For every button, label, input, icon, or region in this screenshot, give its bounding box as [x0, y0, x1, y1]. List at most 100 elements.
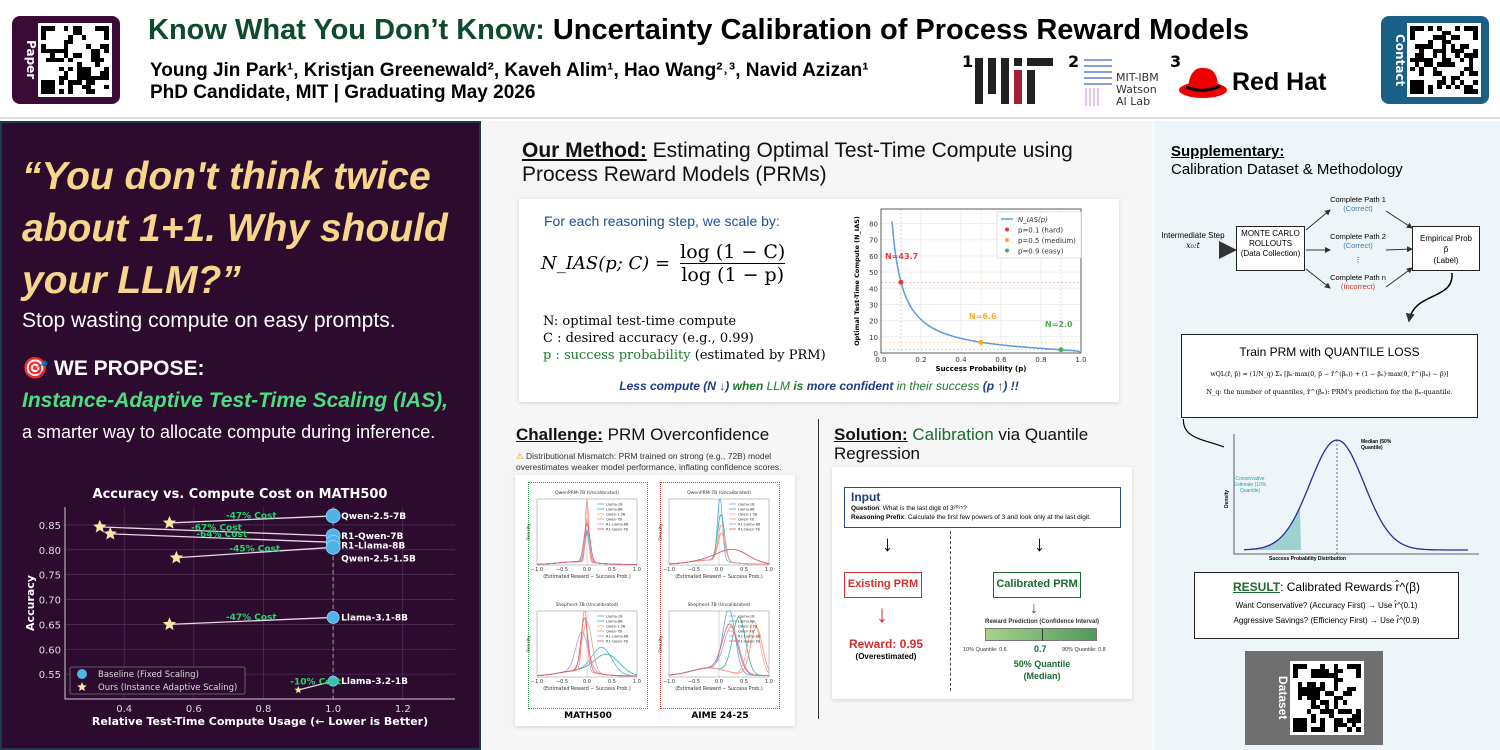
x-tick-label: 0.6 — [186, 704, 202, 715]
solution-title-bold: Solution: — [834, 425, 908, 444]
existing-prm-box: Existing PRM — [844, 572, 922, 598]
x-tick-label: −1.0 — [531, 567, 543, 573]
title-highlight: Know What You Don’t Know: — [148, 14, 545, 46]
cost-reduction-label: -10% Cost — [290, 678, 342, 688]
arrow-down-icon: ↓ — [882, 531, 893, 556]
y-tick-label: 30 — [869, 301, 878, 309]
x-tick-label: 1.0 — [765, 567, 773, 573]
y-tick-label: 0.70 — [39, 596, 61, 607]
def-p: p : success probability — [543, 348, 691, 363]
legend-label: Qwen-7B — [606, 630, 622, 634]
cost-reduction-label: -47% Cost — [226, 613, 278, 623]
nias-curve — [891, 221, 1081, 353]
legend-label: Llama-1B — [606, 503, 623, 507]
paper-qr-label: Paper — [24, 40, 38, 80]
x-tick-label: 0.5 — [608, 567, 616, 573]
y-axis-label: Density — [526, 635, 532, 652]
train-title: Train PRM with QUANTILE LOSS — [1239, 345, 1420, 359]
paper-qr-code[interactable] — [38, 23, 112, 97]
tag-3: LLM — [766, 379, 790, 393]
y-tick-label: 50 — [869, 269, 878, 277]
ours-point — [162, 515, 177, 529]
aime-label: AIME 24-25 — [691, 711, 749, 721]
legend-label: Qwen-1.5B — [606, 513, 626, 517]
x-axis-label: (Estimated Reward − Success Prob.) — [543, 686, 631, 692]
path-n: Complete Path n(Incorrect) — [1330, 273, 1386, 291]
method-title: Our Method: Estimating Optimal Test-Time… — [522, 139, 1142, 187]
density-plot-title: QwenPRM-7B (Uncalibrated) — [555, 490, 619, 496]
y-tick-label: 20 — [869, 318, 878, 326]
result-label: RESULT — [1232, 580, 1281, 594]
affil-2: 2 — [1068, 52, 1080, 71]
path-1: Complete Path 1(Correct) — [1330, 195, 1386, 213]
density-plots: QwenPRM-7B (Uncalibrated)Llama-1BLlama-8… — [526, 490, 773, 692]
x-tick-label: 1.0 — [633, 567, 641, 573]
legend-label: Qwen-1.5B — [738, 513, 758, 517]
legend-label: p=0.1 (hard) — [1018, 227, 1063, 235]
flow-arrows — [1219, 209, 1453, 323]
dataset-qr-code[interactable] — [1290, 661, 1364, 735]
paper-qr-card[interactable]: Paper — [12, 16, 120, 104]
ias-description: a smarter way to allocate compute during… — [22, 422, 436, 442]
baseline-point — [326, 611, 340, 624]
formula-lhs: N_IAS(p; C) = — [541, 253, 671, 274]
stop-wasting-text: Stop wasting compute on easy prompts. — [22, 309, 396, 332]
path-status: (Correct) — [1343, 204, 1373, 213]
q90-label: 90% Quantile: 0.8 — [1062, 647, 1106, 653]
path-label: Complete Path n — [1330, 273, 1386, 282]
mc-label: MONTE CARLO ROLLOUTS — [1241, 229, 1300, 248]
dataset-qr-card[interactable]: Dataset — [1245, 651, 1383, 745]
poster-title: Know What You Don’t Know: Uncertainty Ca… — [148, 14, 1249, 47]
contact-qr-code[interactable] — [1407, 23, 1481, 97]
presenter-role: PhD Candidate, MIT | Graduating May 2026 — [150, 82, 536, 103]
def-p-note: (estimated by PRM) — [694, 348, 826, 363]
dist-axis-label: Success Probability Distribution — [1269, 556, 1346, 562]
quantile-distribution-plot — [1182, 419, 1479, 555]
x-tick-label: −0.5 — [556, 679, 568, 685]
formula-denominator: log (1 − p) — [680, 263, 786, 286]
math500-label: MATH500 — [564, 711, 612, 721]
highlight-point — [978, 339, 984, 345]
y-axis-label: Accuracy — [24, 575, 37, 631]
legend-label: Qwen-7B — [738, 630, 754, 634]
density-curve — [668, 549, 770, 565]
legend-label: p=0.9 (easy) — [1018, 248, 1064, 256]
aime-group — [660, 482, 780, 709]
improvement-arrow — [110, 533, 334, 543]
y-tick-label: 0.55 — [39, 670, 61, 681]
cost-reduction-label: -47% Cost — [226, 511, 278, 521]
section-divider — [818, 419, 819, 719]
cost-reduction-label: -45% Cost — [229, 545, 281, 555]
improvement-arrow — [169, 616, 334, 626]
y-tick-label: 0.80 — [39, 546, 61, 557]
legend-label: R1-Llama-8B — [738, 523, 761, 527]
legend-ours-icon — [77, 682, 87, 691]
highlight-point — [1058, 347, 1064, 353]
contact-qr-card[interactable]: Contact — [1381, 16, 1489, 104]
ours-point — [162, 617, 177, 631]
x-tick-label: 0.0 — [715, 567, 723, 573]
path-status: (Incorrect) — [1340, 282, 1376, 291]
legend-label: R1-Qwen-7B — [738, 528, 761, 532]
axes — [64, 507, 455, 700]
result-box: RESULT: Calibrated Rewards r̂^(β) Want C… — [1194, 572, 1459, 639]
red-arrow-icon: ↓ — [876, 601, 888, 628]
challenge-title-rest: PRM Overconfidence — [607, 425, 770, 444]
legend-label: R1-Qwen-7B — [606, 528, 629, 532]
model-label: R1-Qwen-7B — [341, 532, 403, 542]
y-tick-label: 40 — [869, 285, 878, 293]
model-label: R1-Llama-8B — [341, 541, 405, 551]
legend-label: R1-Llama-8B — [606, 635, 629, 639]
legend-dot-icon — [1005, 238, 1009, 242]
legend-baseline-label: Baseline (Fixed Scaling) — [98, 670, 199, 680]
tag-7: (p ↑) !! — [982, 379, 1019, 393]
x-tick-label: 0.8 — [1035, 356, 1046, 364]
x-tick-label: 0.5 — [740, 567, 748, 573]
empirical-prob-box: Empirical Prob p̃(Label) — [1412, 226, 1480, 271]
x-tick-label: −1.0 — [663, 567, 675, 573]
chart-title: Accuracy vs. Compute Cost on MATH500 — [93, 487, 388, 502]
emp-sub: (Label) — [1433, 256, 1459, 265]
legend-label: Qwen-7B — [738, 518, 754, 522]
path-label: Complete Path 1 — [1330, 195, 1386, 204]
tag-1: Less compute (N ↓) — [619, 379, 730, 393]
